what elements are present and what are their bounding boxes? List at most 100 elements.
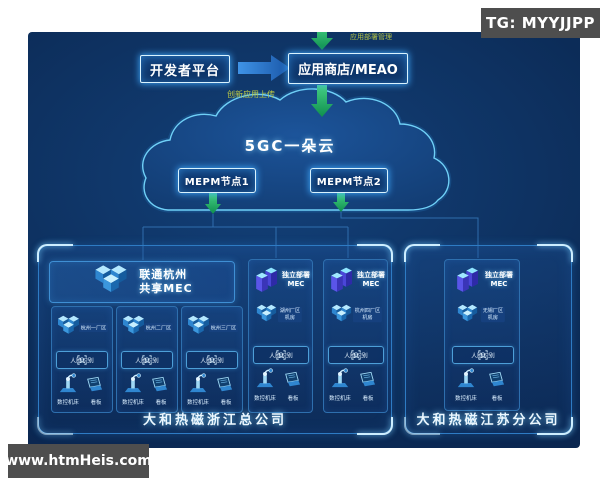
panel-corner-glow xyxy=(537,244,573,262)
plant-name-tag: 杭州三厂区 xyxy=(209,322,238,333)
site-name-tag: 杭州四厂区 机房 xyxy=(353,307,382,322)
mepm-node1-box: MEPM节点1 xyxy=(178,168,256,193)
standalone-mec-label: 独立部署 MEC xyxy=(485,271,513,290)
plant-card-1: 杭州一厂区 人脸识别 数控机床 看板 xyxy=(51,306,113,413)
cnc-machine-icon xyxy=(124,372,142,393)
kanban-icon xyxy=(152,376,168,392)
server-icon xyxy=(256,267,277,292)
cloud-title: 5GC一朵云 xyxy=(244,137,336,155)
cnc-machine-label: 数控机床 xyxy=(329,395,351,402)
cubes-icon xyxy=(256,304,277,322)
zhejiang-footer-label: 大和热磁浙江总公司 xyxy=(142,413,287,428)
cnc-machine-label: 数控机床 xyxy=(254,395,276,402)
standalone-mec-label: 独立部署 MEC xyxy=(282,271,310,290)
deploy-label: 应用部署管理 xyxy=(350,33,392,41)
app-store-box: 应用商店/MEAO xyxy=(288,53,408,84)
shared-mec-label: 联通杭州 共享MEC xyxy=(139,268,193,296)
green-arrow-mepm2-down xyxy=(333,193,349,212)
kanban-icon xyxy=(360,371,376,387)
kanban-label: 看板 xyxy=(220,399,232,406)
standalone-mec-line1: 独立部署 xyxy=(357,271,385,279)
cubes-icon xyxy=(95,265,127,292)
cnc-machine-icon xyxy=(59,372,77,393)
green-arrow-store-to-cloud xyxy=(311,85,333,117)
kanban-icon xyxy=(489,371,505,387)
zhejiang-panel: 联通杭州 共享MEC 杭州一厂区 人脸识别 数控机床 看板 杭州二厂区 人脸识别 xyxy=(37,244,393,435)
architecture-diagram: 开发者平台 应用商店/MEAO 创新应用上传 应用部署管理 5GC一朵云 MEP… xyxy=(28,32,580,448)
face-recognition-badge: 人脸识别 xyxy=(452,346,514,364)
site-name-line2: 机房 xyxy=(362,314,373,321)
face-recognition-badge: 人脸识别 xyxy=(56,351,108,369)
face-recognition-badge: 人脸识别 xyxy=(328,346,384,364)
face-recognition-label: 人脸识别 xyxy=(471,352,495,360)
kanban-label: 看板 xyxy=(287,395,299,402)
watermark-telegram: TG: MYYJJPP xyxy=(481,8,600,38)
panel-corner-glow xyxy=(37,244,73,262)
plant-card-2: 杭州二厂区 人脸识别 数控机床 看板 xyxy=(116,306,178,413)
kanban-icon xyxy=(87,376,103,392)
shared-mec-header: 联通杭州 共享MEC xyxy=(49,261,235,303)
green-arrow-mepm1-down xyxy=(205,193,221,214)
mepm-node2-box: MEPM节点2 xyxy=(310,168,388,193)
upload-label: 创新应用上传 xyxy=(227,90,275,99)
cnc-machine-icon xyxy=(189,372,207,393)
site-name-line2: 机房 xyxy=(487,314,499,321)
jiangsu-footer-label: 大和热磁江苏分公司 xyxy=(416,413,561,428)
watermark-site: www.htmHeis.com xyxy=(5,444,152,478)
plant-card-3: 杭州三厂区 人脸识别 数控机床 看板 xyxy=(181,306,243,413)
standalone-mec-line2: MEC xyxy=(362,280,380,289)
cubes-icon xyxy=(58,315,79,334)
cnc-machine-label: 数控机床 xyxy=(187,399,209,406)
site-name-line1: 杭州四厂区 xyxy=(354,307,381,314)
kanban-icon xyxy=(217,376,233,392)
standalone-mec-line1: 独立部署 xyxy=(282,271,310,279)
face-recognition-label: 人脸识别 xyxy=(70,357,94,365)
standalone-mec-line2: MEC xyxy=(287,280,305,289)
standalone-mec-card-3: 独立部署 MEC 无锡厂区 机房 人脸识别 数控机床 看板 xyxy=(444,259,520,411)
kanban-label: 看板 xyxy=(155,399,167,406)
kanban-label: 看板 xyxy=(491,395,503,402)
cubes-icon xyxy=(331,304,352,322)
cnc-machine-label: 数控机床 xyxy=(57,399,79,406)
face-recognition-label: 人脸识别 xyxy=(200,357,224,365)
kanban-label: 看板 xyxy=(362,395,374,402)
panel-corner-glow xyxy=(404,244,440,262)
plant-name-tag: 杭州一厂区 xyxy=(79,322,108,333)
cubes-icon xyxy=(188,315,209,334)
face-recognition-label: 人脸识别 xyxy=(135,357,159,365)
face-recognition-badge: 人脸识别 xyxy=(186,351,238,369)
site-name-line2: 机房 xyxy=(284,314,296,321)
connector-lines-left xyxy=(142,214,349,260)
blue-arrow-dev-to-store xyxy=(238,55,290,81)
standalone-mec-card-1: 独立部署 MEC 湖州厂区 机房 人脸识别 数控机床 看板 xyxy=(248,259,313,413)
cnc-machine-label: 数控机床 xyxy=(122,399,144,406)
cnc-machine-icon xyxy=(331,367,349,388)
cubes-icon xyxy=(457,304,478,322)
shared-mec-line2: 共享MEC xyxy=(139,282,193,295)
standalone-mec-label: 独立部署 MEC xyxy=(357,271,385,290)
standalone-mec-line2: MEC xyxy=(490,280,508,289)
face-recognition-label: 人脸识别 xyxy=(344,352,368,360)
server-icon xyxy=(457,267,478,292)
jiangsu-panel: 独立部署 MEC 无锡厂区 机房 人脸识别 数控机床 看板 大和热磁江苏分公司 xyxy=(404,244,573,435)
cnc-machine-icon xyxy=(256,367,274,388)
standalone-mec-line1: 独立部署 xyxy=(485,271,513,279)
kanban-icon xyxy=(285,371,301,387)
cubes-icon xyxy=(123,315,144,334)
face-recognition-label: 人脸识别 xyxy=(269,352,293,360)
face-recognition-badge: 人脸识别 xyxy=(121,351,173,369)
green-arrow-top-into-store xyxy=(311,32,333,50)
cnc-machine-icon xyxy=(457,367,475,388)
site-name-tag: 湖州厂区 机房 xyxy=(278,307,302,322)
server-icon xyxy=(331,267,352,292)
site-name-line1: 湖州厂区 xyxy=(279,307,301,314)
site-name-tag: 无锡厂区 机房 xyxy=(481,307,505,322)
face-recognition-badge: 人脸识别 xyxy=(253,346,309,364)
kanban-label: 看板 xyxy=(90,399,102,406)
plant-name-tag: 杭州二厂区 xyxy=(144,322,173,333)
cnc-machine-label: 数控机床 xyxy=(455,395,477,402)
connector-lines-right xyxy=(340,212,479,258)
shared-mec-line1: 联通杭州 xyxy=(139,268,188,282)
site-name-line1: 无锡厂区 xyxy=(482,307,504,314)
developer-platform-box: 开发者平台 xyxy=(140,55,230,83)
